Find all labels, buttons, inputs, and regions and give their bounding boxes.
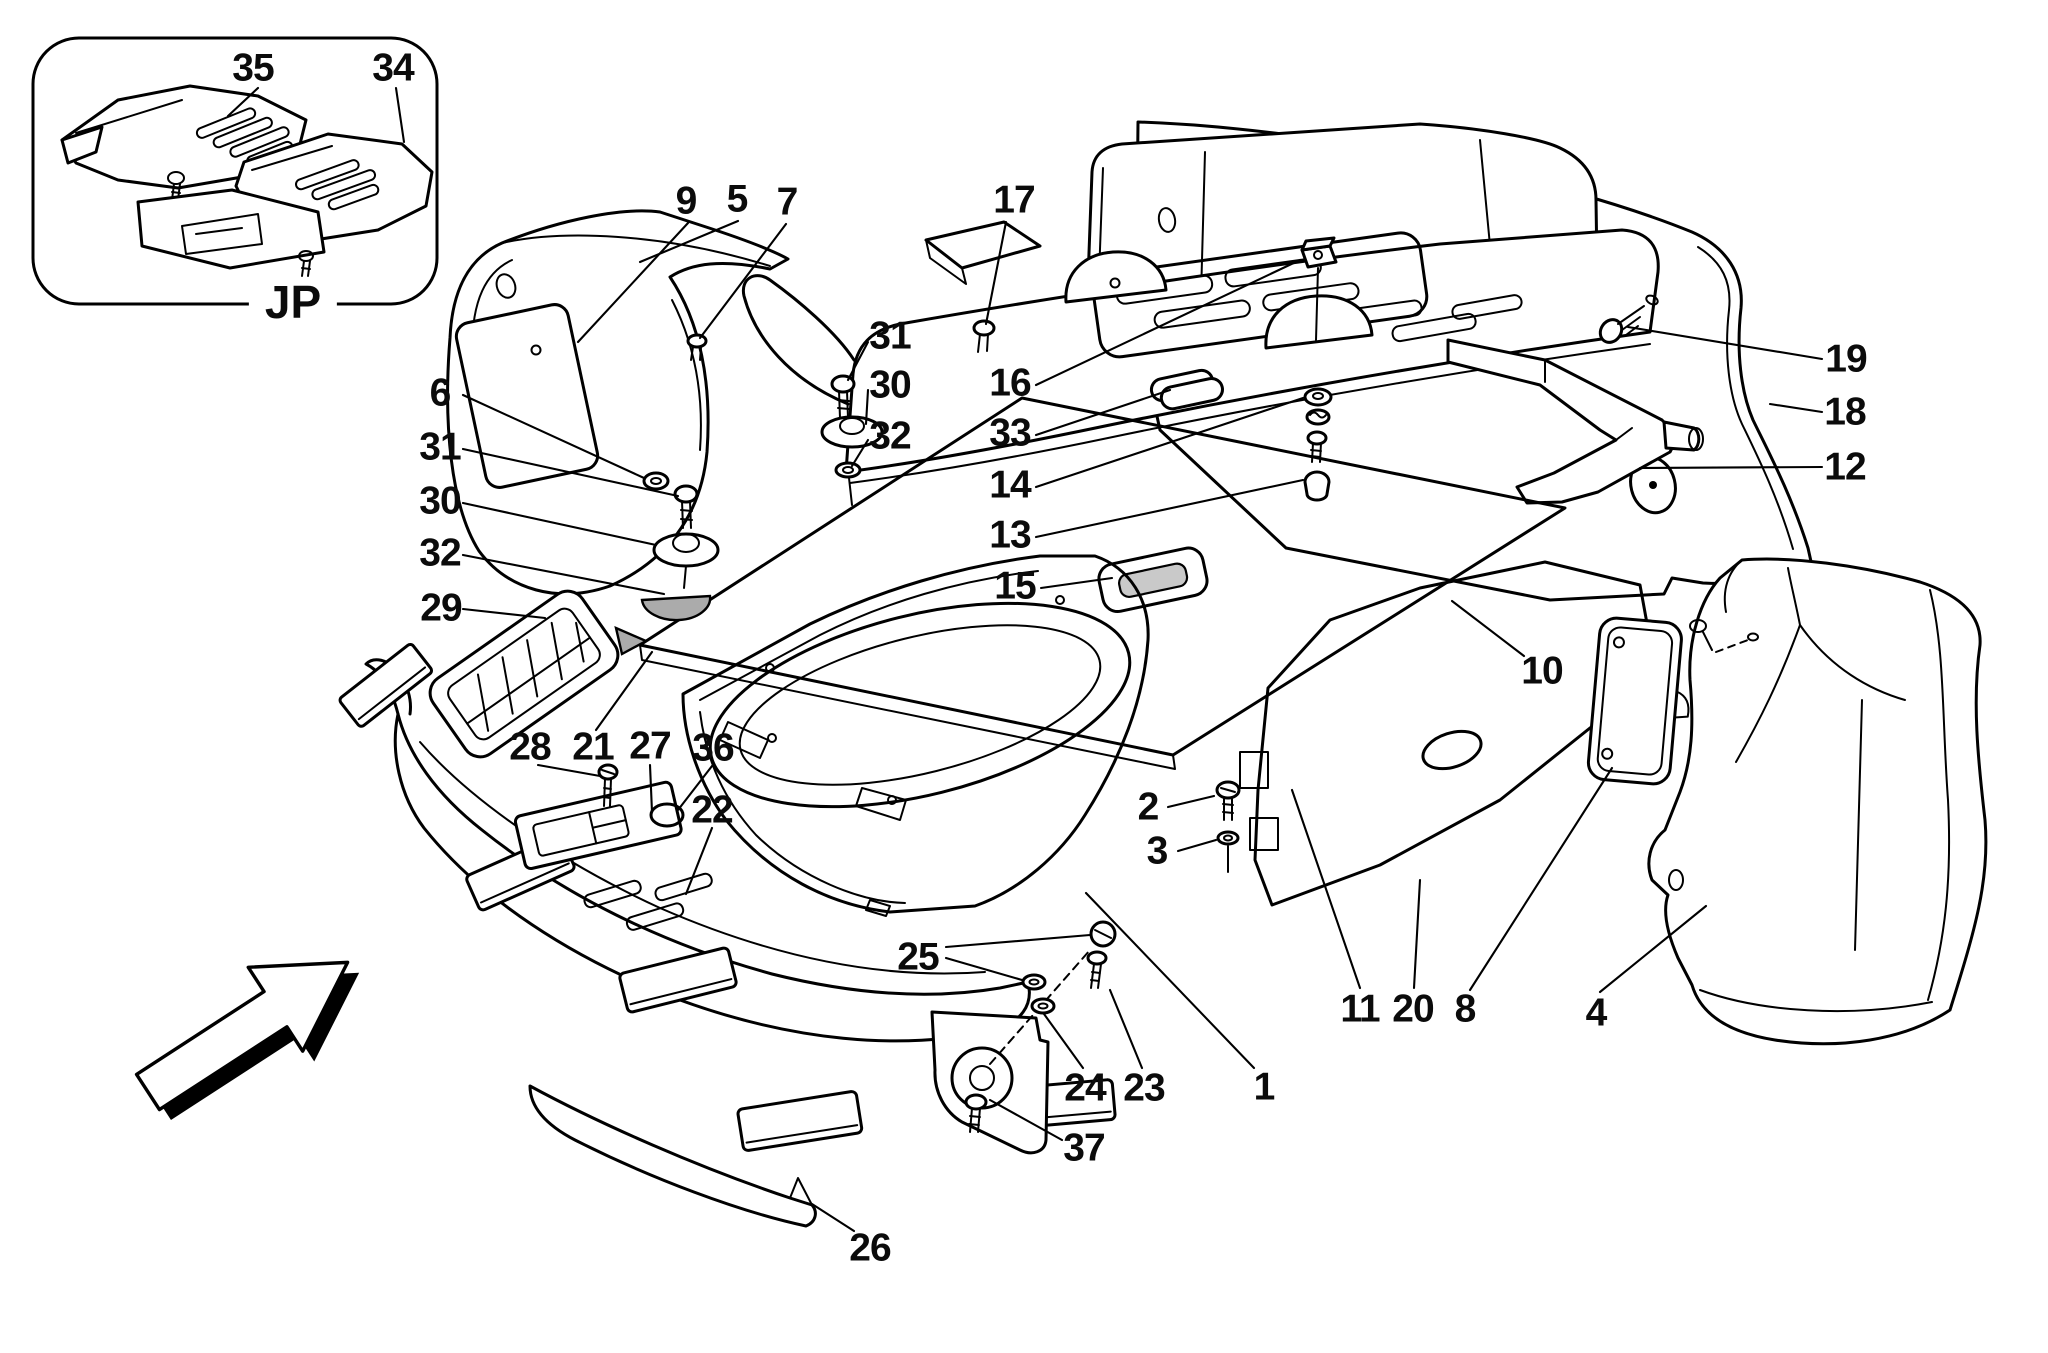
part-callout-32: 32 [419,531,461,575]
part-callout-15: 15 [994,564,1036,608]
part-callout-28: 28 [509,725,551,769]
part-callout-35: 35 [232,46,274,90]
direction-arrow-icon [134,960,360,1121]
leader-lines [226,86,1824,1233]
screw-2-washer-3 [1215,780,1241,873]
wheel-arch-trim-right-4 [1647,557,1988,1046]
part-callout-27: 27 [629,724,671,768]
part-callout-21: 21 [572,725,614,769]
trim-tail [930,949,1091,1155]
part-callout-26: 26 [849,1226,891,1270]
screw-37 [964,1093,988,1133]
rivet-17 [972,319,996,353]
part-callout-37: 37 [1063,1126,1105,1170]
part-callout-29: 29 [420,586,462,630]
floor-panel-1 [681,554,1150,917]
trim-plate-9 [454,303,600,489]
part-callout-7: 7 [776,180,799,224]
inset-region-label: JP [248,279,338,325]
rivet-7 [686,333,708,361]
part-callout-17: 17 [993,178,1035,222]
carpet-wedge-21 [614,625,649,656]
rubber-cap-13 [1303,470,1331,502]
part-callout-8: 8 [1454,987,1477,1031]
part-callout-25: 25 [897,935,939,979]
part-callout-24: 24 [1064,1066,1106,1110]
part-callout-19: 19 [1825,337,1867,381]
clip-16 [1300,236,1338,341]
part-callout-16: 16 [989,361,1031,405]
part-callout-22: 22 [691,788,733,832]
handle-15 [1097,546,1209,613]
ring-36 [649,802,685,828]
part-callout-31: 31 [869,314,911,358]
part-callout-23: 23 [1123,1066,1165,1110]
part-callout-3: 3 [1146,829,1169,873]
screw-19 [1598,294,1659,344]
part-callout-4: 4 [1585,991,1608,1035]
vent-grille-29 [428,589,620,759]
parcel-shelf [741,220,1660,484]
part-callout-18: 18 [1824,390,1866,434]
screw-28 [597,763,619,807]
part-callout-30: 30 [419,479,461,523]
part-callout-2: 2 [1137,785,1160,829]
part-callout-14: 14 [989,463,1031,507]
part-callout-31: 31 [419,425,461,469]
bracket-12 [1446,338,1704,505]
part-callout-32: 32 [869,414,911,458]
grommet-6 [642,471,670,491]
part-callout-11: 11 [1340,987,1380,1031]
part-callout-10: 10 [1521,649,1563,693]
part-callout-6: 6 [429,371,452,415]
part-callout-20: 20 [1392,987,1434,1031]
part-callout-5: 5 [726,177,749,221]
part-callout-36: 36 [692,726,734,770]
wheel-arch-trim-left-5 [446,209,790,596]
fastener-stack-left [640,484,720,622]
part-callout-12: 12 [1824,445,1866,489]
part-callout-13: 13 [989,513,1031,557]
floor-carpet-10 [614,396,1567,770]
screw-23 [1086,950,1108,966]
part-callout-1: 1 [1253,1065,1276,1109]
access-panel-8 [1586,616,1690,786]
part-callout-30: 30 [869,363,911,407]
fasteners-25-23-24 [1021,920,1117,1015]
fastener-stack-14-13 [1303,387,1333,502]
sleeve-33 [1149,368,1224,411]
bracket-27 [513,780,683,871]
part-callout-9: 9 [675,179,698,223]
part-callout-33: 33 [989,411,1031,455]
inset-mounting-bracket [136,188,326,277]
fastener-stack-right [820,374,884,506]
part-callout-34: 34 [372,46,414,90]
right-floor-carpet-11 [1239,560,1652,907]
trim-26 [528,1084,817,1228]
inset-box [31,36,439,306]
washer-24 [1030,997,1056,1015]
